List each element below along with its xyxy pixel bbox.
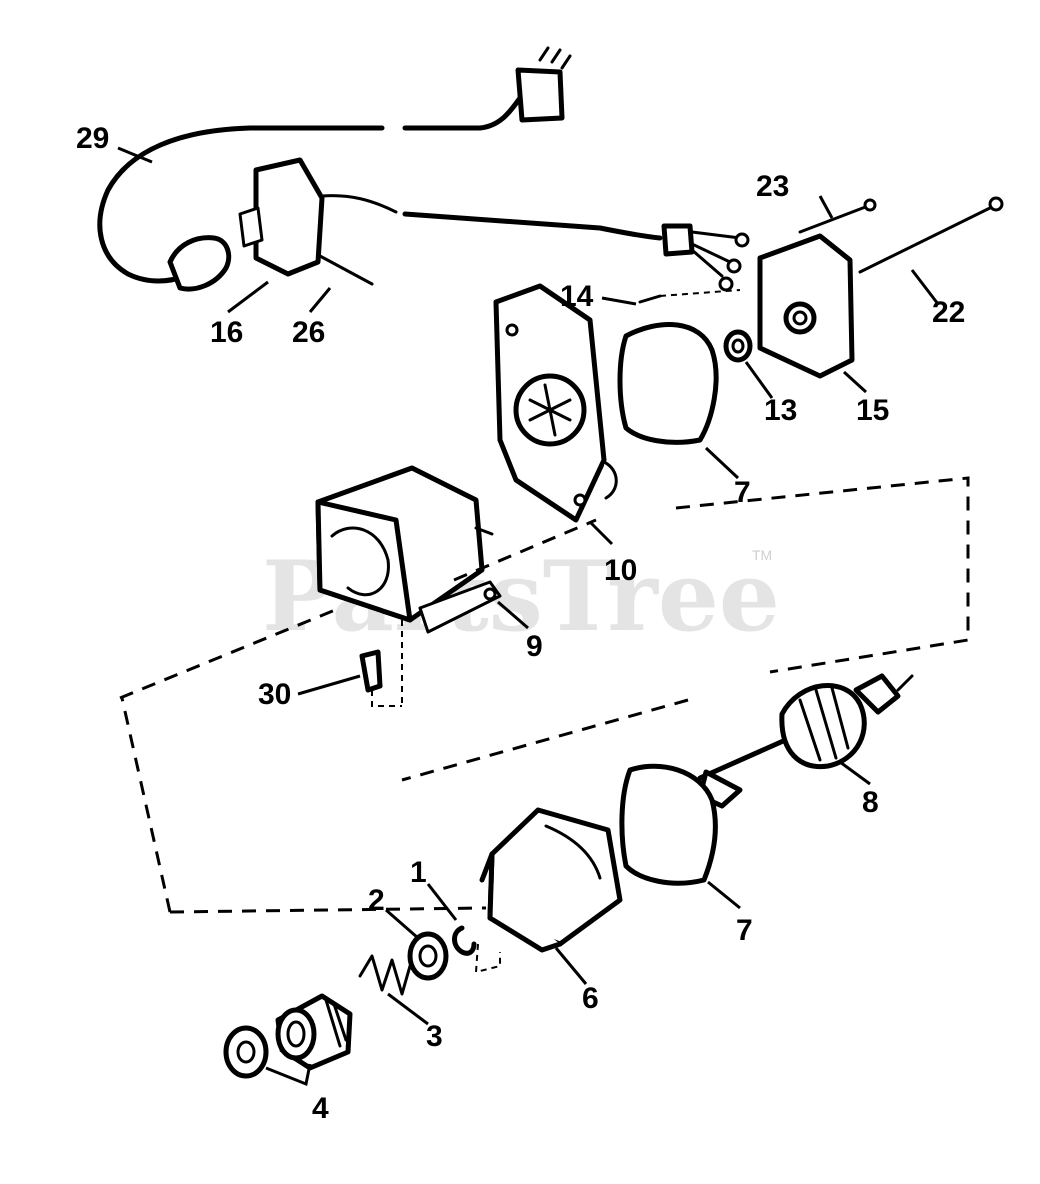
callout-7-upper: 7 <box>734 476 751 509</box>
callout-8: 8 <box>862 786 879 819</box>
callout-15: 15 <box>856 394 889 427</box>
gasket-upper[interactable] <box>617 322 719 445</box>
callout-29: 29 <box>76 122 109 155</box>
callout-30: 30 <box>258 678 291 711</box>
callout-4: 4 <box>312 1092 329 1125</box>
callout-3: 3 <box>426 1020 443 1053</box>
callout-9: 9 <box>526 630 543 663</box>
callout-6: 6 <box>582 982 599 1015</box>
callout-23: 23 <box>756 170 789 203</box>
end-cap[interactable] <box>757 233 855 379</box>
field-housing[interactable] <box>315 465 502 707</box>
pinion-gear[interactable] <box>275 993 353 1071</box>
screw-30[interactable] <box>359 649 383 693</box>
screw-14[interactable] <box>638 294 662 304</box>
callout-10: 10 <box>604 554 637 587</box>
dust-cover[interactable] <box>223 1025 269 1079</box>
drive-end-housing[interactable] <box>474 807 623 974</box>
switch-box[interactable] <box>238 157 750 292</box>
through-bolts[interactable] <box>798 196 1004 274</box>
washer-13[interactable] <box>723 329 753 363</box>
leader-lines <box>117 146 940 1087</box>
callout-numbers: 29 16 26 23 22 14 13 15 7 10 9 30 8 7 1 … <box>76 122 965 1125</box>
callout-2: 2 <box>368 884 385 917</box>
callout-22: 22 <box>932 296 965 329</box>
callout-1: 1 <box>410 856 427 889</box>
screw-26[interactable] <box>318 254 374 286</box>
gasket-lower[interactable] <box>619 763 718 886</box>
power-cord[interactable] <box>97 46 572 292</box>
callout-16: 16 <box>210 316 243 349</box>
callout-26: 26 <box>292 316 325 349</box>
retaining-ring[interactable] <box>452 925 477 956</box>
assembly-outline <box>119 476 970 914</box>
brush-plate[interactable] <box>493 283 618 523</box>
stop-collar[interactable] <box>407 931 449 981</box>
armature[interactable] <box>697 673 914 809</box>
callout-13: 13 <box>764 394 797 427</box>
watermark-trademark: TM <box>752 547 772 563</box>
callout-7-lower: 7 <box>736 914 753 947</box>
callout-14: 14 <box>560 280 594 313</box>
spring[interactable] <box>358 954 412 996</box>
